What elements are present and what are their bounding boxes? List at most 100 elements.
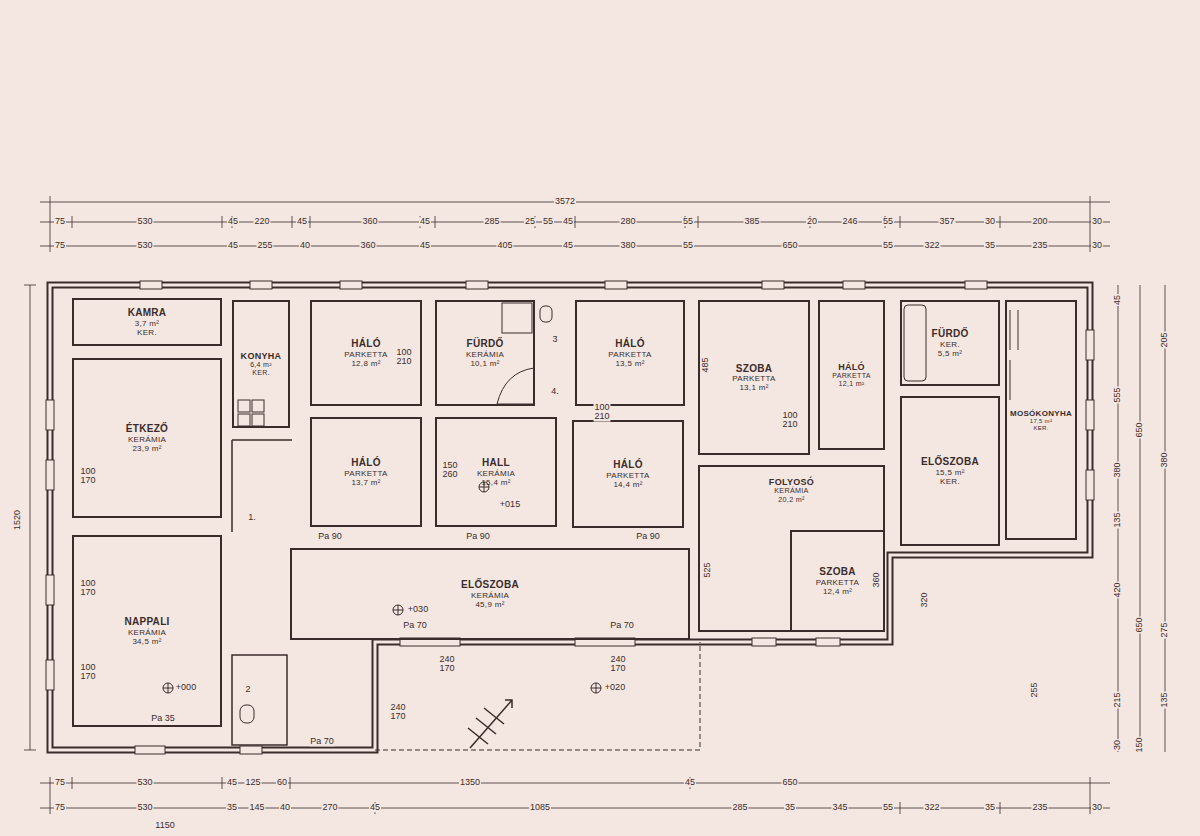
dimension-label: 530	[136, 217, 153, 226]
room-name: MOSÓKONYHA	[1010, 409, 1072, 418]
room-name: HALL	[482, 457, 510, 469]
dimension-label: 75	[54, 217, 66, 226]
plan-note: 240 170	[609, 655, 626, 674]
room-name: FÜRDŐ	[931, 328, 968, 340]
room: HÁLÓPARKETTA14,4 m²	[572, 420, 684, 528]
dimension-label: 530	[136, 803, 153, 812]
room-info: 13,1 m²	[739, 383, 768, 392]
room-name: FÜRDŐ	[466, 338, 503, 350]
plan-note: 255	[1030, 681, 1039, 698]
dimension-label: 20	[806, 217, 818, 226]
room-name: KONYHA	[241, 351, 282, 361]
plan-note: 150 260	[441, 461, 458, 480]
dimension-label: 285	[731, 803, 748, 812]
room-info: KERÁMIA	[471, 591, 509, 600]
dimension-label: 30	[1091, 241, 1103, 250]
plan-note: +020	[604, 683, 626, 692]
room-name: HÁLÓ	[838, 362, 865, 372]
dimension-label: 75	[54, 778, 66, 787]
room-info: 3,7 m²	[135, 319, 159, 328]
dimension-label: 235	[1031, 241, 1048, 250]
dimension-label: 650	[1135, 616, 1144, 633]
dimension-label: 246	[841, 217, 858, 226]
plan-note: Pa 70	[609, 621, 635, 630]
outer-wall	[50, 285, 1090, 750]
dimension-label: 45	[226, 778, 238, 787]
room-name: ELŐSZOBA	[921, 456, 979, 468]
dimension-label: 60	[276, 778, 288, 787]
plan-note: 100 210	[781, 411, 798, 430]
dimension-label: 35	[226, 803, 238, 812]
room: ELŐSZOBA15,5 m²KER.	[900, 396, 1000, 546]
room-name: SZOBA	[819, 566, 856, 578]
room-name: NAPPALI	[124, 616, 169, 628]
room-info: KERÁMIA	[774, 487, 808, 495]
dimension-label: 30	[984, 217, 996, 226]
room: NAPPALIKERÁMIA34,5 m²	[72, 535, 222, 727]
room: ÉTKEZŐKERÁMIA23,9 m²	[72, 358, 222, 518]
plan-note: Pa 70	[402, 621, 428, 630]
room-info: KER.	[940, 477, 960, 486]
room-info: KER.	[252, 369, 270, 377]
room: FÜRDŐKERÁMIA10,1 m²	[435, 300, 535, 406]
dimension-label: 650	[781, 241, 798, 250]
dimension-label: 25	[524, 217, 536, 226]
room-name: ÉTKEZŐ	[126, 423, 168, 435]
plan-note: 525	[703, 561, 712, 578]
dimension-label: 1150	[154, 821, 175, 830]
plan-note: Pa 90	[317, 532, 343, 541]
room-info: 20,2 m²	[778, 496, 804, 504]
dimension-label: 45	[227, 241, 239, 250]
plan-note: 100 170	[79, 663, 96, 682]
room-info: 23,9 m²	[132, 444, 161, 453]
dimension-label: 205	[1160, 331, 1169, 348]
dimension-label: 1085	[529, 803, 551, 812]
plan-note: 360	[872, 571, 881, 588]
dimension-label: 380	[1113, 461, 1122, 478]
room: SZOBAPARKETTA12,4 m²	[790, 530, 885, 632]
dimension-label: 55	[682, 217, 694, 226]
plan-note: 1.	[247, 513, 257, 522]
dimension-lines	[24, 196, 1165, 814]
room-info: KERÁMIA	[477, 469, 515, 478]
dimension-label: 420	[1113, 581, 1122, 598]
room-info: 12,4 m²	[823, 587, 852, 596]
room-info: 45,9 m²	[475, 600, 504, 609]
dimension-label: 30	[1091, 217, 1103, 226]
dimension-label: 35	[784, 803, 796, 812]
plan-note: 3	[551, 335, 558, 344]
dimension-label: 55	[882, 241, 894, 250]
room: SZOBAPARKETTA13,1 m²	[698, 300, 810, 455]
dimension-label: 385	[743, 217, 760, 226]
dimension-label: 150	[1135, 736, 1144, 753]
dimension-label: 345	[831, 803, 848, 812]
room-info: KERÁMIA	[128, 435, 166, 444]
dimension-label: 55	[882, 803, 894, 812]
dimension-label: 275	[1160, 621, 1169, 638]
plan-note: +015	[499, 500, 521, 509]
room-info: 13,5 m²	[615, 359, 644, 368]
room-info: 15,5 m²	[935, 468, 964, 477]
room-info: 12,1 m²	[839, 380, 865, 388]
dimension-label: 40	[299, 241, 311, 250]
room-info: KER.	[940, 340, 960, 349]
room-info: 34,5 m²	[132, 637, 161, 646]
dimension-label: 45	[419, 217, 431, 226]
dimension-label: 45	[684, 778, 696, 787]
room-name: HÁLÓ	[351, 457, 381, 469]
dimension-label: 45	[227, 217, 239, 226]
room: KONYHA6,4 m²KER.	[232, 300, 290, 428]
dimension-label: 1350	[459, 778, 481, 787]
room-name: HÁLÓ	[613, 459, 643, 471]
dimension-label: 357	[938, 217, 955, 226]
plan-note: 240 170	[438, 655, 455, 674]
dimension-label: 45	[369, 803, 381, 812]
terrace-outline	[375, 642, 700, 750]
dimension-label: 45	[419, 241, 431, 250]
room: MOSÓKONYHA17,5 m²KER.	[1005, 300, 1077, 540]
room-info: PARKETTA	[344, 469, 387, 478]
room-name: FOLYOSÓ	[769, 477, 814, 487]
north-arrow	[468, 700, 512, 748]
plan-note: +000	[175, 683, 197, 692]
